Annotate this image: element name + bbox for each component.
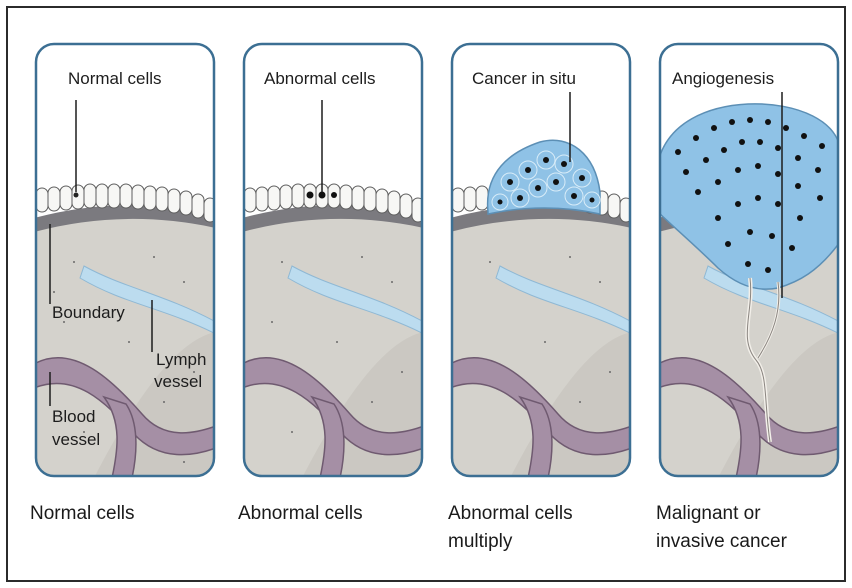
caption-abnormal-cells: Abnormal cells — [238, 500, 428, 528]
panel-abnormal-cells-illustration: Abnormal cells — [242, 42, 424, 478]
boundary-label: Boundary — [52, 303, 125, 322]
panel-4-title: Angiogenesis — [672, 69, 774, 88]
panel-angiogenesis-illustration: Angiogenesis — [658, 42, 840, 478]
caption-malignant-cancer: Malignant or invasive cancer — [656, 500, 846, 556]
panel-cancer-in-situ-illustration: Cancer in situ — [450, 42, 632, 478]
nucleus-icon — [74, 193, 79, 198]
blood-label-line-1: Blood — [52, 407, 95, 426]
panel-cancer-in-situ: Cancer in situ — [450, 42, 632, 478]
caption-3-line-2: multiply — [448, 528, 638, 556]
caption-3-line-1: Abnormal cells — [448, 500, 638, 528]
lymph-label-line-2: vessel — [154, 372, 202, 391]
panel-abnormal-cells: Abnormal cells — [242, 42, 424, 478]
caption-4-line-2: invasive cancer — [656, 528, 846, 556]
panel-normal-cells: Normal cells Boundary Lymph vessel Blood… — [34, 42, 216, 478]
panel-2-title: Abnormal cells — [264, 69, 376, 88]
blood-label-line-2: vessel — [52, 430, 100, 449]
lymph-label-line-1: Lymph — [156, 350, 206, 369]
panel-3-title: Cancer in situ — [472, 69, 576, 88]
panel-angiogenesis: Angiogenesis — [658, 42, 840, 478]
panel-normal-cells-illustration: Normal cells Boundary Lymph vessel Blood… — [34, 42, 216, 478]
abnormal-nucleus-icons — [307, 192, 338, 199]
panel-1-title: Normal cells — [68, 69, 162, 88]
caption-1-line-1: Normal cells — [30, 500, 220, 528]
caption-normal-cells: Normal cells — [30, 500, 220, 528]
diagram-frame: Normal cells Boundary Lymph vessel Blood… — [6, 6, 846, 582]
caption-4-line-1: Malignant or — [656, 500, 846, 528]
caption-abnormal-cells-multiply: Abnormal cells multiply — [448, 500, 638, 556]
caption-2-line-1: Abnormal cells — [238, 500, 428, 528]
